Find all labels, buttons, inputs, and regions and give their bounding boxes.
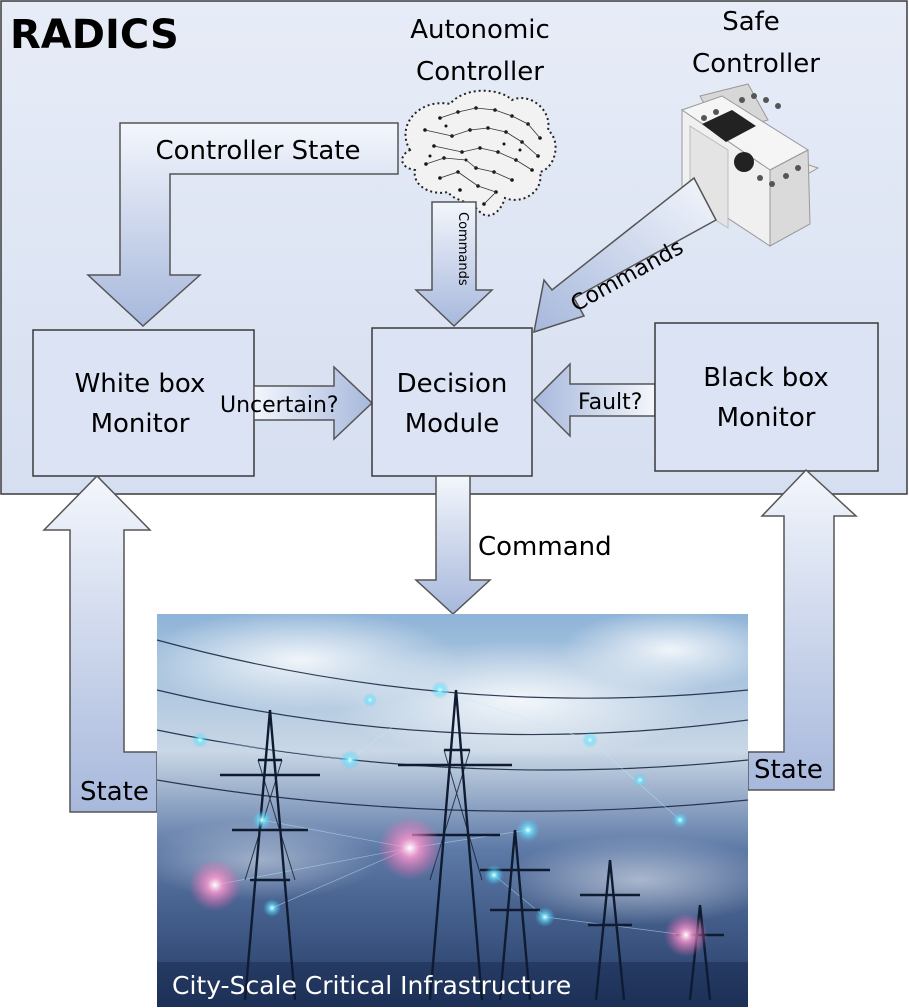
fault-arrow [532, 362, 656, 438]
state-left-label: State [80, 777, 149, 807]
state-right-label: State [754, 755, 823, 785]
uncertain-label: Uncertain? [220, 393, 339, 418]
state-left-arrow [42, 474, 158, 813]
commands-small-arrow [414, 201, 494, 328]
decision-module [371, 327, 533, 477]
white-box-monitor-line2: Monitor [91, 409, 190, 439]
command-arrow [414, 475, 492, 616]
commands-small-label: Commands [455, 212, 470, 286]
autonomic-controller-label-line2: Controller [416, 57, 544, 87]
infrastructure-image: City-Scale Critical Infrastructure [140, 610, 780, 1007]
fault-label: Fault? [578, 390, 642, 415]
white-box-monitor-line1: White box [75, 369, 206, 399]
radics-title: RADICS [10, 12, 179, 58]
uncertain-arrow [253, 365, 374, 441]
brain-icon [401, 89, 557, 217]
state-right-arrow [747, 468, 858, 791]
decision-module-line1: Decision [397, 369, 508, 399]
controller-state-label: Controller State [156, 136, 361, 166]
controller-state-arrow [86, 122, 399, 328]
black-box-monitor-line2: Monitor [717, 403, 816, 433]
decision-module-line2: Module [405, 409, 500, 439]
command-label: Command [478, 532, 612, 562]
black-box-monitor [654, 322, 879, 472]
safe-controller-label-line2: Controller [692, 49, 820, 79]
white-box-monitor [32, 329, 255, 477]
autonomic-controller-label-line1: Autonomic [410, 15, 550, 45]
infrastructure-caption: City-Scale Critical Infrastructure [172, 971, 571, 1000]
commands-diagonal-arrow [533, 176, 718, 334]
black-box-monitor-line1: Black box [703, 363, 829, 393]
safe-controller-label-line1: Safe [722, 7, 780, 37]
